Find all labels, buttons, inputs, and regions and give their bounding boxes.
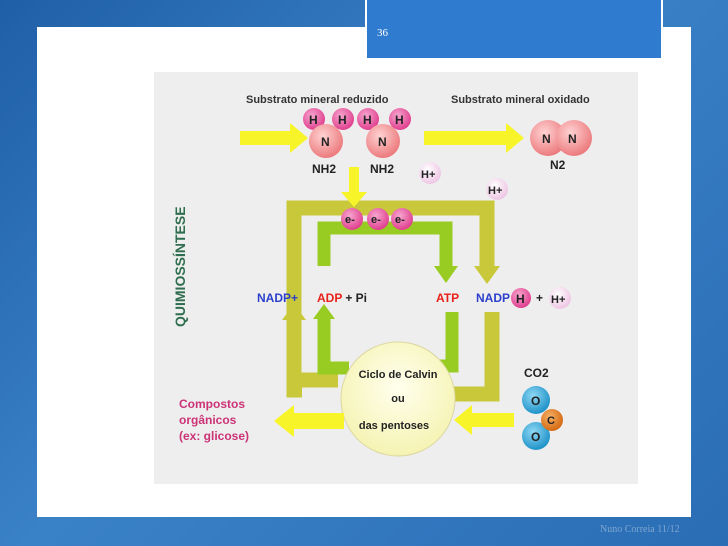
reduced-substrate-label: Substrato mineral reduzido	[246, 94, 389, 106]
atom-H-1: H	[309, 113, 318, 127]
n2-atom-2	[556, 120, 592, 156]
carbon-label: C	[547, 415, 555, 427]
electron-down-arrow	[341, 167, 367, 207]
nitrogen-atom-2	[366, 124, 400, 158]
compounds-label-3: (ex: glicose)	[179, 429, 249, 443]
oxidized-substrate-label: Substrato mineral oxidado	[451, 94, 590, 106]
input-arrow	[240, 123, 308, 153]
oxygen-atom-1	[522, 386, 550, 414]
side-title: QUIMIOSSÍNTESE	[172, 206, 188, 327]
outer-loop-arrow	[286, 200, 495, 398]
cycle-label-2: ou	[391, 393, 404, 405]
co2-input-arrow	[454, 405, 514, 435]
oxygen-label-1: O	[531, 394, 540, 408]
nh2-label-1: NH2	[312, 162, 336, 176]
atp-label: ATP	[436, 291, 459, 305]
n2-label: N2	[550, 158, 566, 172]
hydrogen-atoms	[303, 108, 411, 130]
n2-atom-label-2: N	[568, 132, 577, 146]
atom-N-2: N	[378, 135, 387, 149]
nadp-plus-label: NADP+	[257, 291, 298, 305]
slide-header-tab	[365, 0, 663, 60]
compounds-label-2: orgânicos	[179, 413, 237, 427]
nadph-h-atom	[511, 288, 531, 308]
n2-atom-label-1: N	[542, 132, 551, 146]
compounds-output-arrow	[274, 405, 344, 437]
inner-loop-arrow	[317, 221, 453, 268]
atom-H-3: H	[363, 113, 372, 127]
chemosynthesis-diagram: QUIMIOSSÍNTESE Substrato mineral reduzid…	[154, 72, 638, 484]
electron-label-1: e-	[345, 214, 355, 226]
outer-return-arrow	[286, 318, 338, 388]
h-plus-ion-1	[419, 162, 441, 184]
electrons	[341, 208, 413, 230]
co2-label: CO2	[524, 366, 549, 380]
cycle-label-3: das pentoses	[359, 420, 429, 432]
carbon-atom	[541, 409, 563, 431]
atom-N-1: N	[321, 135, 330, 149]
inner-return-arrow	[317, 317, 349, 375]
n2-atom-1	[530, 120, 566, 156]
output-arrow	[424, 123, 524, 153]
h-plus-ion-3	[549, 287, 571, 309]
outer-loop-arrowhead	[474, 266, 500, 284]
adp-label: ADP	[317, 291, 342, 305]
electron-label-2: e-	[371, 214, 381, 226]
h-plus-label-3: H+	[551, 294, 565, 306]
h-plus-label-1: H+	[421, 169, 435, 181]
cycle-label-1: Ciclo de Calvin	[359, 369, 438, 381]
outer-return-arrowhead	[282, 304, 306, 320]
outer-right-down	[444, 312, 500, 402]
compounds-label-1: Compostos	[179, 397, 245, 411]
nitrogen-atom-1	[309, 124, 343, 158]
inner-return-arrowhead	[313, 304, 335, 319]
slide-number: 36	[377, 27, 388, 39]
nadph-h-label: H	[516, 292, 525, 306]
plus-sign: +	[536, 291, 543, 305]
calvin-cycle-circle	[340, 341, 456, 457]
nadph-prefix-label: NADP	[476, 291, 510, 305]
nh2-label-2: NH2	[370, 162, 394, 176]
atom-H-4: H	[395, 113, 404, 127]
inner-loop-arrowhead	[434, 266, 458, 283]
electron-label-3: e-	[395, 214, 405, 226]
h-plus-ion-2	[486, 178, 508, 200]
plus-pi-label: + Pi	[342, 291, 367, 305]
oxygen-atom-2	[522, 422, 550, 450]
h-plus-label-2: H+	[488, 185, 502, 197]
slide-footer: Nuno Correia 11/12	[600, 524, 680, 535]
atom-H-2: H	[338, 113, 347, 127]
oxygen-label-2: O	[531, 430, 540, 444]
